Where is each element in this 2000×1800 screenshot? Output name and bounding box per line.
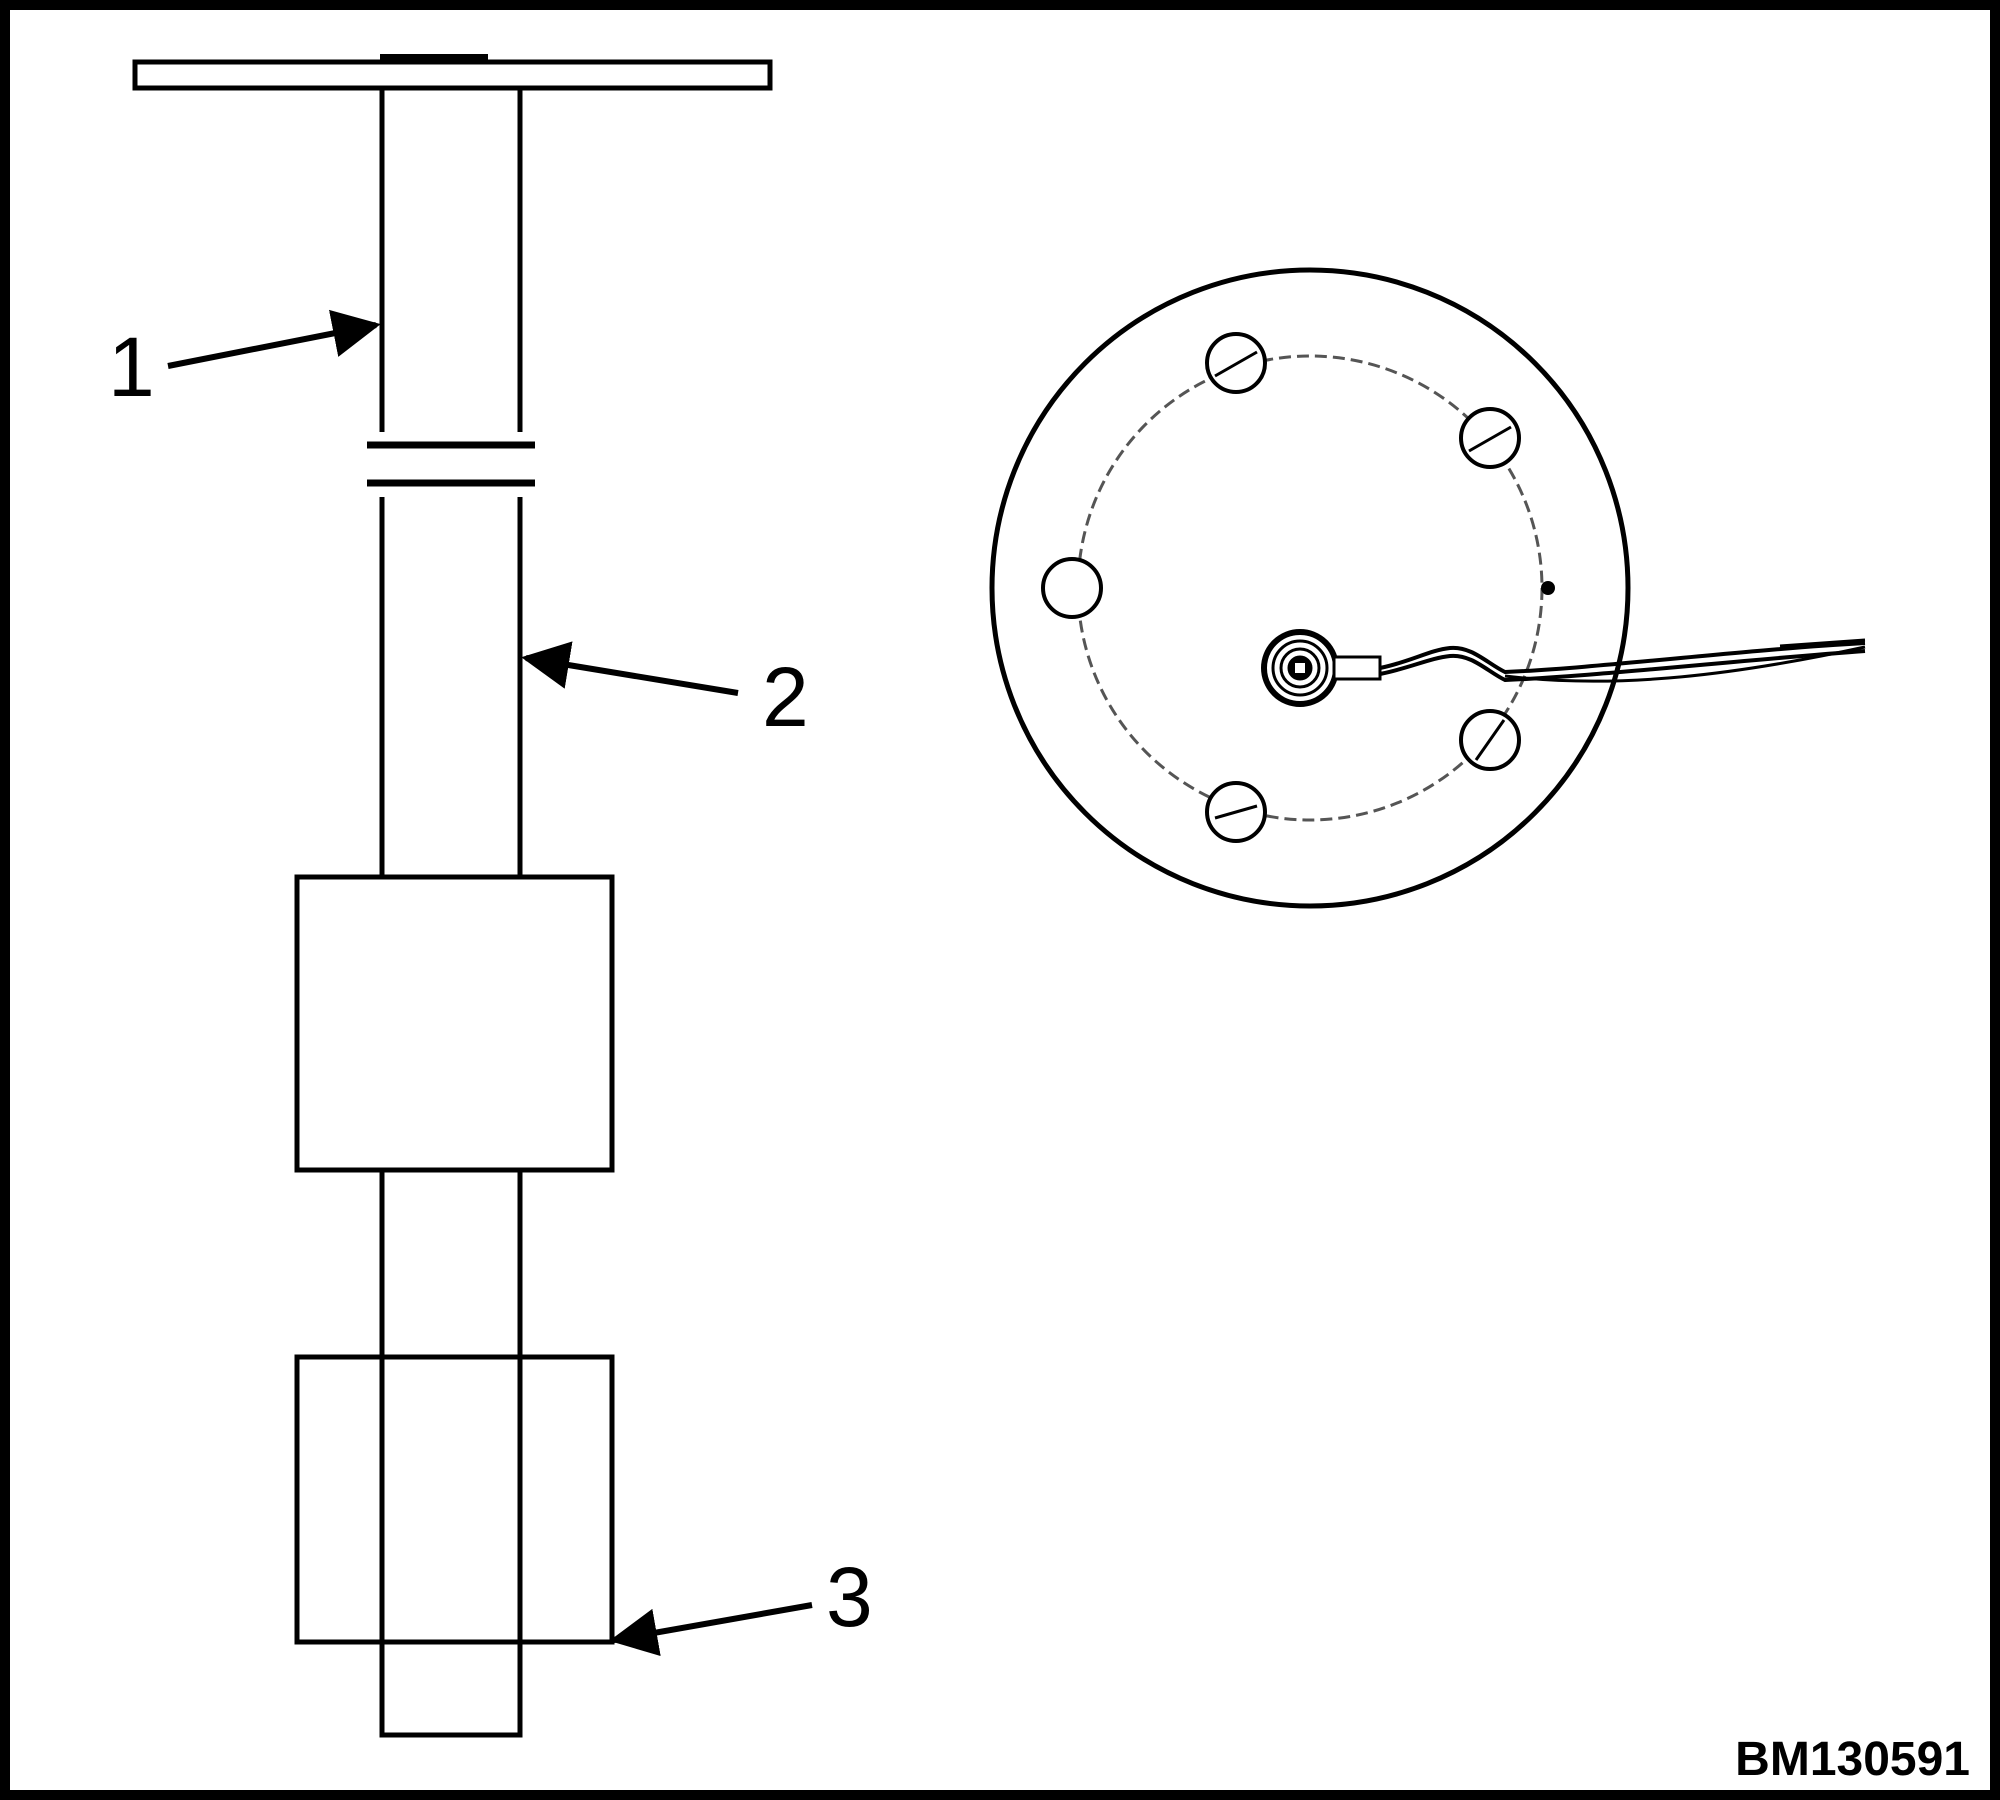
callout-arrow-1 — [167, 309, 381, 369]
callout-label-1: 1 — [108, 320, 155, 414]
float — [294, 1354, 615, 1645]
center-terminal — [1261, 629, 1382, 707]
figure-id: BM130591 — [1735, 1733, 1970, 1786]
callout-label-2: 2 — [762, 650, 809, 744]
tube-tip — [379, 1642, 523, 1738]
mounting-hole — [1459, 709, 1521, 771]
mounting-hole — [1459, 407, 1521, 469]
mounting-flange — [132, 59, 773, 91]
flange-cap — [380, 54, 488, 62]
index-dot — [1541, 581, 1555, 595]
sender-side-view — [132, 54, 773, 1738]
wire-lead — [1379, 638, 1866, 683]
sender-top-view — [989, 267, 1866, 909]
mounting-hole — [1205, 781, 1267, 843]
callout-arrow-3 — [609, 1602, 813, 1657]
flange-outer-circle — [989, 267, 1631, 909]
mounting-hole — [1205, 332, 1267, 394]
upper-block — [294, 874, 615, 1173]
callout-label-3: 3 — [826, 1550, 873, 1644]
callout-arrows — [167, 309, 813, 1657]
mounting-hole — [1041, 557, 1103, 619]
callout-arrow-2 — [521, 641, 739, 696]
